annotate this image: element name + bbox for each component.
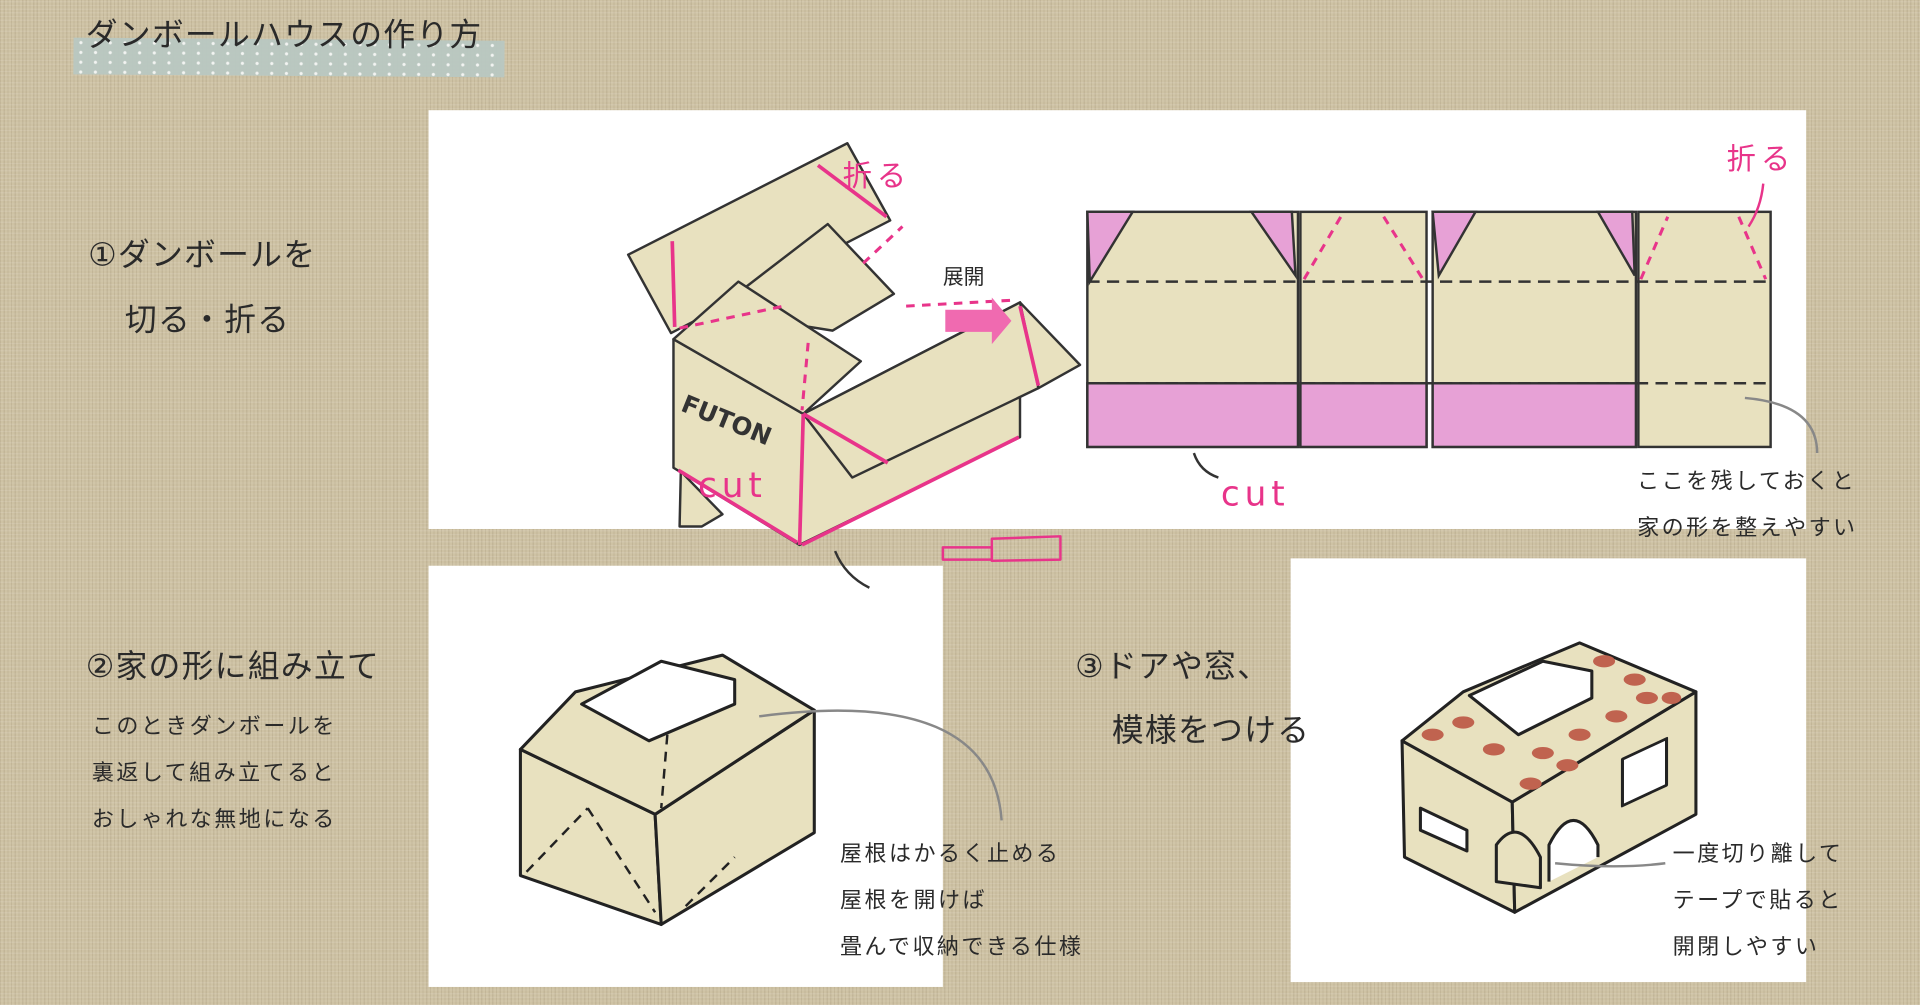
roof-note-line1: 屋根はかるく止める — [840, 841, 1061, 867]
step1-heading-line2: 切る・折る — [124, 302, 291, 340]
net-fold-label: 折る — [1726, 142, 1796, 177]
step3-heading-line1: ③ドアや窓、 — [1075, 648, 1271, 686]
unfold-arrow-icon — [945, 297, 1012, 345]
step3-note-line3: 開閉しやすい — [1672, 934, 1820, 961]
step2-heading: ②家の形に組み立て — [85, 648, 380, 686]
step3-heading-line2: 模様をつける — [1111, 712, 1311, 750]
step3-note-line1: 一度切り離して — [1672, 841, 1844, 867]
roof-note-line3: 畳んで収納できる仕様 — [840, 934, 1084, 961]
keep-note-line2: 家の形を整えやすい — [1637, 515, 1858, 542]
step2-note-line3: おしゃれな無地になる — [91, 806, 337, 833]
fold-label: 折る — [842, 159, 912, 194]
roof-note-line2: 屋根を開けば — [840, 887, 987, 914]
step2-note-line1: このときダンボールを — [91, 713, 337, 740]
page-title: ダンボールハウスの作り方 — [85, 17, 483, 54]
house-box-illustration — [518, 653, 1003, 927]
box-net-illustration — [1086, 183, 1819, 479]
unfold-label: 展開 — [942, 265, 985, 291]
decorated-house-illustration — [1400, 641, 1698, 914]
open-box-illustration: FUTON — [626, 142, 1082, 589]
keep-note-line1: ここを残しておくと — [1637, 468, 1857, 495]
net-cut-label: cut — [1220, 473, 1290, 515]
cut-label: cut — [697, 465, 767, 506]
step2-note-line2: 裏返して組み立てると — [91, 760, 337, 787]
step3-note-line2: テープで貼ると — [1672, 887, 1843, 914]
step1-heading-line1: ①ダンボールを — [88, 237, 317, 275]
